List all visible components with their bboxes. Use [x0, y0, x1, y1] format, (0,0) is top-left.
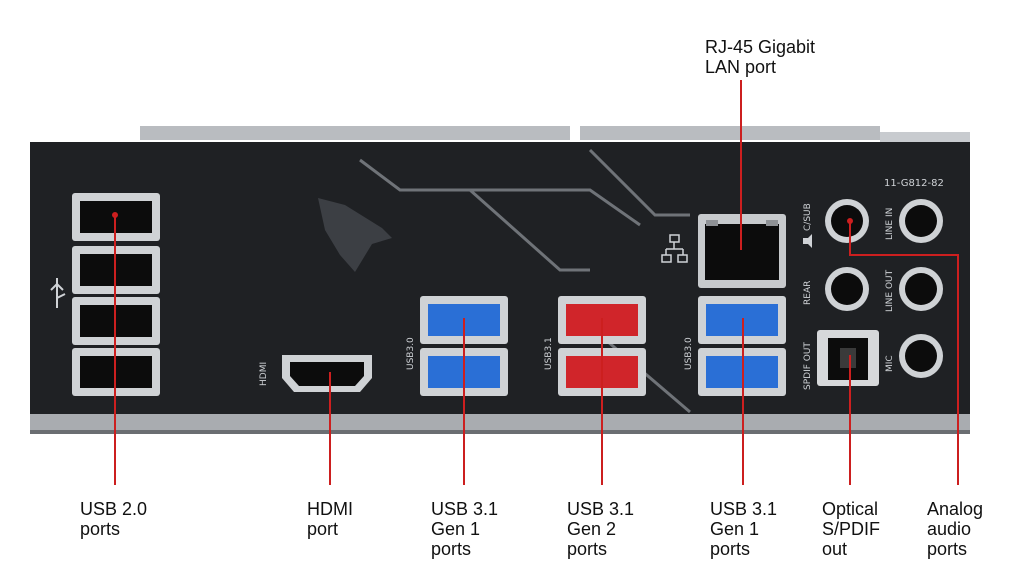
plate-label-usb30-left: USB3.0	[406, 337, 416, 370]
io-plate-bottom-edge	[30, 414, 970, 430]
network-icon	[661, 234, 688, 263]
callout-lines	[112, 80, 959, 485]
plate-label-model: 11-G812-82	[884, 178, 944, 189]
callout-usb31-gen1-right: USB 3.1 Gen 1 ports	[710, 499, 778, 559]
usb-symbol-icon	[50, 278, 66, 308]
callout-usb31-gen1-left: USB 3.1 Gen 1 ports	[431, 499, 499, 559]
callout-rj45: RJ-45 Gigabit LAN port	[705, 37, 816, 77]
plate-label-rear: REAR	[803, 281, 813, 305]
optical-spdif-port	[817, 330, 879, 386]
plate-label-spdif: SPDIF OUT	[803, 342, 813, 390]
speaker-icon	[803, 234, 812, 248]
plate-label-hdmi: HDMI	[259, 362, 269, 386]
shield-top-tabs	[140, 126, 970, 142]
callout-usb31-gen2: USB 3.1 Gen 2 ports	[567, 499, 635, 559]
callout-line-analog	[849, 221, 959, 485]
plate-label-usb31: USB3.1	[544, 337, 554, 370]
callout-optical: Optical S/PDIF out	[822, 499, 881, 559]
callout-usb20: USB 2.0 ports	[80, 499, 148, 539]
aorus-logo-icon	[318, 198, 392, 272]
plate-label-mic: MIC	[885, 355, 895, 372]
plate-label-usb30-right: USB3.0	[684, 337, 694, 370]
plate-label-line-out: LINE OUT	[885, 269, 895, 312]
callout-analog: Analog audio ports	[927, 499, 984, 559]
callout-hdmi: HDMI port	[307, 499, 353, 539]
plate-label-csub: C/SUB	[803, 203, 813, 231]
rj45-lan-port	[698, 214, 786, 288]
plate-label-line-in: LINE IN	[885, 208, 895, 240]
